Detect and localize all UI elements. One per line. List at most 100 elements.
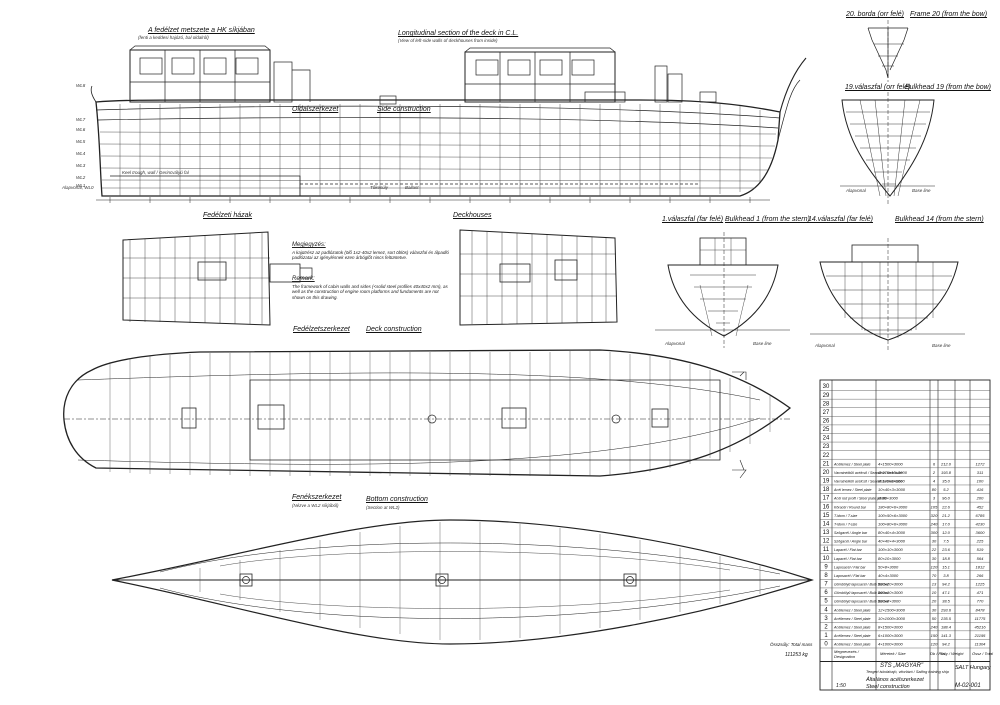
bom-cell-desc: Laposacél / Flat bar xyxy=(834,565,866,569)
bom-cell-desc: T-idom / T-size xyxy=(834,522,857,526)
bom-cell-no: 20 xyxy=(823,470,830,476)
bom-cell-no: 29 xyxy=(823,393,830,399)
bulkhead-14-section xyxy=(810,238,965,350)
bom-cell-t: 311 xyxy=(977,470,983,475)
bom-cell-no: 1 xyxy=(824,633,828,639)
bom-cell-qty: 30 xyxy=(932,607,937,612)
bom-cell-t: 564 xyxy=(977,556,984,561)
deck-title-hu: Fedélzetszerkezet xyxy=(293,326,350,333)
bom-cell-size: 6×1000×3000 xyxy=(878,633,903,638)
bom-cell-desc: Gömbölyű laposacél / Bulb flat bar xyxy=(834,600,890,604)
deckhouse-plan-fwd xyxy=(459,229,618,326)
bom-cell-no: 17 xyxy=(823,496,830,502)
bom-header-weight: Súly / Weight xyxy=(940,651,964,656)
bom-cell-desc: Acél rúd profil / Steel plate profile xyxy=(833,497,887,501)
bom-cell-desc: Gömbölyű laposacél / Bulb flat bar xyxy=(834,591,890,595)
bom-header-size: Méretek / Size xyxy=(880,651,906,656)
bom-cell-qty: 30 xyxy=(932,556,937,561)
company-name: SALT Hungary xyxy=(955,665,991,671)
bom-cell-size: Ø 140×8×3000 xyxy=(877,479,905,484)
bom-cell-w: 21.2 xyxy=(941,513,951,518)
bom-cell-t: 100 xyxy=(977,479,984,484)
bom-cell-no: 11 xyxy=(823,547,830,553)
bom-cell-qty: 3 xyxy=(933,496,936,501)
bom-cell-no: 6 xyxy=(824,590,828,596)
bottom-title-hu-sub: (Nézve a WL2 síkjából) xyxy=(292,503,339,508)
bom-cell-t: 225 xyxy=(976,539,984,544)
bom-cell-w: 96.0 xyxy=(942,496,951,501)
bom-cell-t: 4230 xyxy=(976,521,986,526)
bom-cell-t: 6785 xyxy=(976,513,986,518)
bom-cell-qty: 10 xyxy=(932,590,937,595)
bom-cell-size: 200×20×3000 xyxy=(877,582,903,587)
bom-cell-qty: 6 xyxy=(933,461,936,466)
bom-cell-qty: 80 xyxy=(932,487,937,492)
bom-cell-no: 12 xyxy=(823,539,830,545)
bom-cell-w: 22.6 xyxy=(941,504,951,509)
bom-cell-w: 18.8 xyxy=(942,556,951,561)
bom-cell-t: 471 xyxy=(977,590,984,595)
waterline-tag: WL6 xyxy=(76,127,86,132)
waterline-tag: WL5 xyxy=(76,139,86,144)
section-title-hu: A fedélzet metszete a HK síkjában xyxy=(148,27,255,34)
deckhouse-plan-aft xyxy=(122,231,313,326)
bom-header-designation: Megnevezés / Designation xyxy=(834,649,859,659)
bom-cell-w: 15.1 xyxy=(942,564,950,569)
bom-cell-w: 3.8 xyxy=(943,573,949,578)
bh14-title-en: Bulkhead 14 (from the stern) xyxy=(895,216,984,223)
bom-cell-t: 11775 xyxy=(975,616,987,621)
bom-cell-qty: 70 xyxy=(932,573,937,578)
remark-hu: Megjegyzés: A kajütrész az padlózatok (ö… xyxy=(292,242,450,261)
ballast-label: Ballast xyxy=(405,185,419,190)
remark-hu-title: Megjegyzés: xyxy=(292,242,326,248)
bom-cell-no: 5 xyxy=(824,599,828,605)
bom-cell-no: 8 xyxy=(824,573,828,579)
bom-cell-size: 100×50×6×3000 xyxy=(878,513,908,518)
bom-cell-no: 9 xyxy=(824,564,828,570)
bom-cell-desc: Acéllemez / Steel plate xyxy=(833,625,871,629)
bom-cell-qty: 30 xyxy=(932,539,937,544)
drawing-number: M-02-001 xyxy=(955,683,981,689)
deck-plan xyxy=(63,349,792,479)
bom-cell-size: 4×1500×3000 xyxy=(878,461,903,466)
bom-cell-qty: 2 xyxy=(932,470,936,475)
title-block xyxy=(820,661,990,691)
total-mass-value: 111253 kg xyxy=(785,652,808,658)
bom-cell-qty: 120 xyxy=(931,564,938,569)
bom-cell-qty: 20 xyxy=(931,599,937,604)
bom-cell-t: 8478 xyxy=(976,607,986,612)
bom-cell-desc: Gömbölyű laposacél / Bulb flat bar xyxy=(834,583,890,587)
bom-cell-desc: Szögacél / Angle bar xyxy=(834,531,868,535)
bom-cell-t: 45216 xyxy=(974,624,986,629)
bom-cell-t: 519 xyxy=(977,547,984,552)
bom-cell-no: 30 xyxy=(823,384,830,390)
bom-table-grid xyxy=(819,379,991,691)
bom-cell-size: 80×40×4×3000 xyxy=(878,530,906,535)
section-title-hu-sub: (fenti a keddesi hajózó, bal oldalról) xyxy=(138,35,209,40)
bom-cell-size: 40×40×4×3000 xyxy=(878,539,906,544)
bom-cell-qty: 240 xyxy=(930,521,938,526)
bom-cell-w: 12.0 xyxy=(942,530,951,535)
section-title-en-sub: (View of left-side walls of deckhouses f… xyxy=(398,38,498,43)
bh19-title-en: Bulkhead 19 (from the bow) xyxy=(905,84,991,91)
bom-cell-t: 200 xyxy=(976,496,984,501)
bom-cell-qty: 22 xyxy=(931,547,937,552)
bom-cell-no: 10 xyxy=(823,556,830,562)
side-title-hu: Oldalszerkezet xyxy=(292,106,339,113)
frame20-title-en: Frame 20 (from the bow) xyxy=(910,11,988,18)
bom-cell-size: 100×80×6×3000 xyxy=(878,521,908,526)
bom-cell-w: 5.2 xyxy=(943,487,949,492)
bom-cell-no: 18 xyxy=(823,487,830,493)
bom-cell-desc: Acél lemez / Steel plate xyxy=(833,488,872,492)
bom-cell-no: 21 xyxy=(823,461,830,467)
baseline-en-bh14: Base line xyxy=(932,343,951,348)
bom-cell-no: 4 xyxy=(824,607,828,613)
bom-cell-size: 200×8×3000 xyxy=(877,599,901,604)
bom-cell-no: 16 xyxy=(823,504,830,510)
waterline-tag: WL3 xyxy=(76,163,86,168)
bom-cell-size: Ø 80×3000 xyxy=(877,496,899,501)
bom-cell-t: 3600 xyxy=(976,530,986,535)
bulkhead-19-section xyxy=(840,92,935,206)
bom-header-total: Össz / Total xyxy=(972,651,993,656)
waterline-tag: WL2 xyxy=(76,175,86,180)
